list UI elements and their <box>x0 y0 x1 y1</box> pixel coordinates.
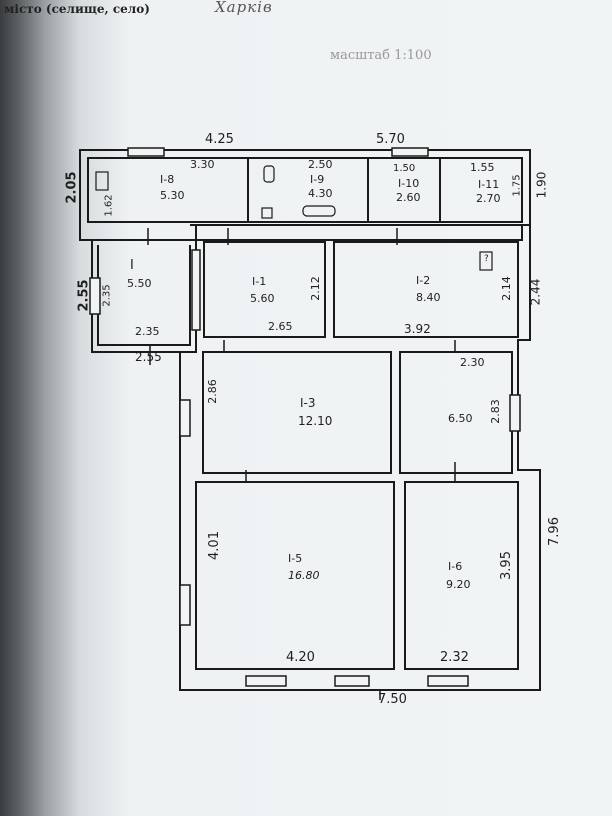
room-9-area: 4.30 <box>308 187 333 200</box>
room-9-width: 2.50 <box>308 158 333 171</box>
room-4-height: 2.83 <box>488 399 502 424</box>
dim-left-room1: 2.55 <box>76 279 92 312</box>
room-5-area: 16.80 <box>288 569 320 582</box>
dim-right-annex: 1.90 <box>534 171 549 199</box>
room-11-height: 1.75 <box>511 174 523 197</box>
room-2-width: 3.92 <box>404 322 431 336</box>
room-6-number: І-6 <box>448 560 463 573</box>
window-room5-left <box>179 584 191 626</box>
room-1-1-walls <box>203 241 326 338</box>
dim-top-right: 5.70 <box>376 132 405 147</box>
annex-inner-wall <box>87 157 523 223</box>
window-bottom-1 <box>245 675 287 687</box>
room-1-1-height: 2.12 <box>308 276 322 301</box>
window-room3-left <box>179 399 191 437</box>
room-6-width: 2.32 <box>440 650 469 665</box>
sink-icon <box>261 207 273 219</box>
room-3-walls <box>202 351 392 474</box>
room-2-area: 8.40 <box>416 291 441 304</box>
room-1-area: 5.50 <box>127 277 152 290</box>
room-1-1-number: І-1 <box>252 275 267 288</box>
room-7-number: 1.62 <box>103 194 115 217</box>
dim-left-annex: 2.05 <box>64 171 80 204</box>
room-6-height: 3.95 <box>498 551 514 580</box>
room-1-width: 2.35 <box>135 325 160 338</box>
heater-icon <box>479 251 493 271</box>
dim-bottom-total: 7.50 <box>378 692 407 707</box>
room-5-walls <box>195 481 395 670</box>
dim-bottom-room1: 2.55 <box>135 350 162 364</box>
room-4-width: 2.30 <box>460 356 485 369</box>
room-2-number: І-2 <box>416 274 431 287</box>
dim-right-total: 7.96 <box>546 517 562 546</box>
window-bottom-3 <box>427 675 469 687</box>
room-3-height: 2.86 <box>205 379 219 404</box>
bath-icon <box>302 205 336 217</box>
room-2-height: 2.14 <box>499 276 513 301</box>
window-room4-right <box>509 394 521 432</box>
room-11-number: І-11 <box>478 178 500 191</box>
window-left-room1 <box>89 277 101 315</box>
city-label: Харків <box>215 0 273 16</box>
scale-label: масштаб 1:100 <box>330 48 432 63</box>
window-wing-right <box>191 249 201 331</box>
window-bottom-2 <box>334 675 370 687</box>
room-6-area: 9.20 <box>446 578 471 591</box>
room-6-walls <box>404 481 519 670</box>
room-5-width: 4.20 <box>286 650 315 665</box>
room-4-area: 6.50 <box>448 412 473 425</box>
stove-icon <box>95 171 109 191</box>
room-1-1-width: 2.65 <box>268 320 293 333</box>
room-11-area: 2.70 <box>476 192 501 205</box>
room-5-number: І-5 <box>288 552 303 565</box>
room-5-height: 4.01 <box>206 531 222 560</box>
window-top-1 <box>127 147 165 157</box>
dim-top-left: 4.25 <box>205 132 234 147</box>
room-3-area: 12.10 <box>298 414 333 428</box>
room-1-number: І <box>130 258 134 273</box>
toilet-icon <box>263 165 275 183</box>
room-2-walls <box>333 241 519 338</box>
main-outer-wall <box>179 224 541 691</box>
room-8-width: 3.30 <box>190 158 215 171</box>
room-3-number: І-3 <box>300 396 316 410</box>
location-type-label: місто (селище, село) <box>4 2 150 16</box>
room-8-area: 5.30 <box>160 189 185 202</box>
room-10-width: 1.50 <box>393 163 416 174</box>
room-10-area: 2.60 <box>396 191 421 204</box>
heater-mark: ? <box>484 254 489 264</box>
room-1-height: 2.35 <box>101 284 113 307</box>
room-1-1-area: 5.60 <box>250 292 275 305</box>
room-10-number: І-10 <box>398 177 420 190</box>
dim-right-room2: 2.44 <box>528 278 543 306</box>
window-top-2 <box>391 147 429 157</box>
room-11-width: 1.55 <box>470 161 495 174</box>
room-8-number: І-8 <box>160 173 175 186</box>
room-9-number: І-9 <box>310 173 325 186</box>
